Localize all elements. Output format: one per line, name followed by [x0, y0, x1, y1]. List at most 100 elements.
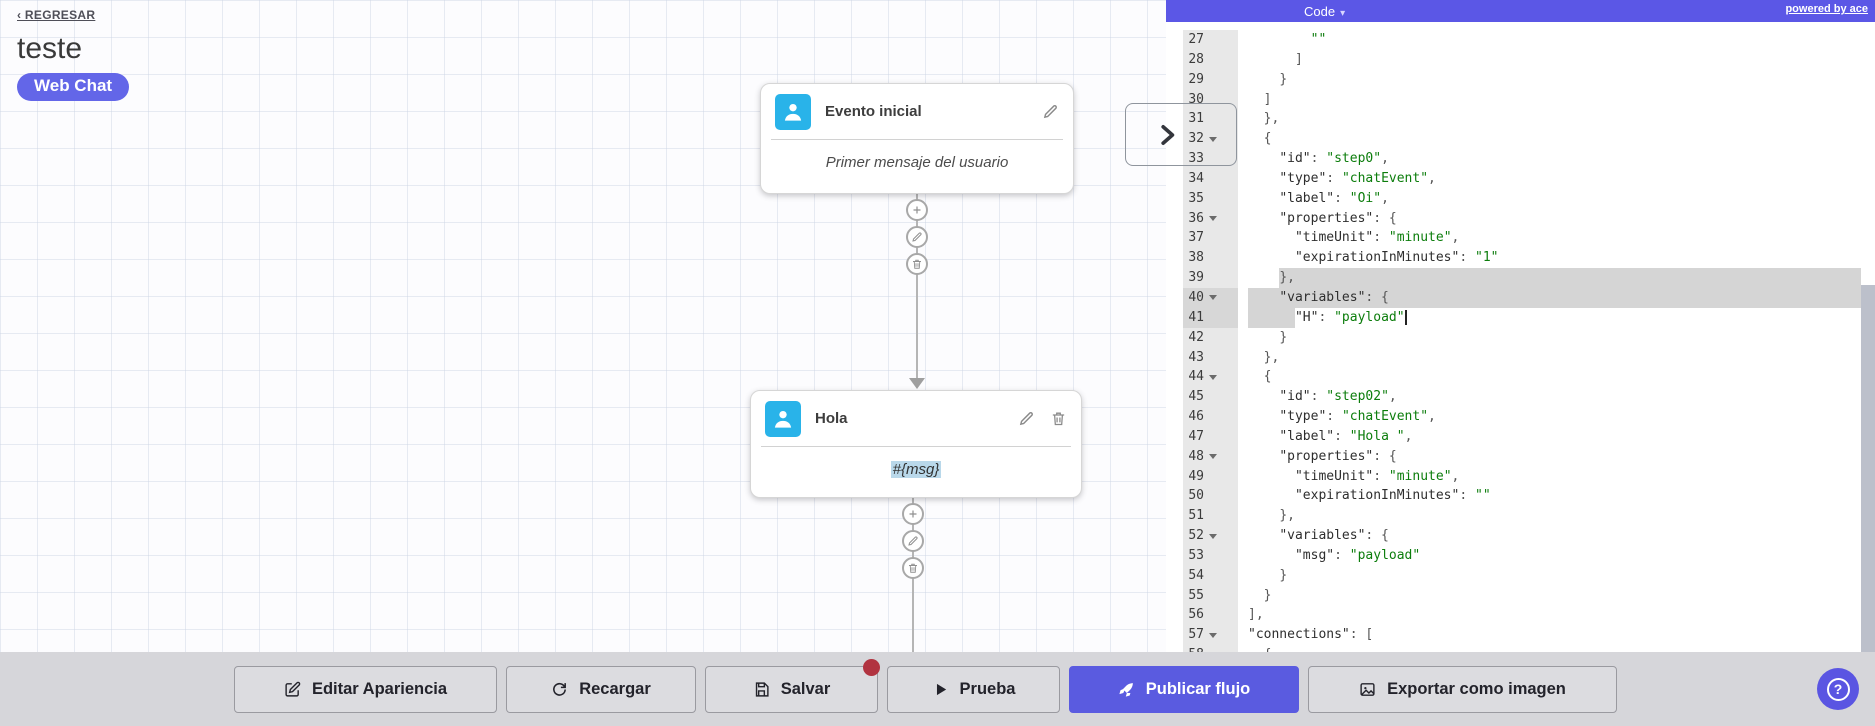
code-line[interactable]: 33 "id": "step0", [1166, 149, 1861, 169]
fold-arrow-icon[interactable] [1209, 454, 1217, 460]
gutter-cell[interactable]: 57 [1166, 625, 1238, 646]
text-cursor [1404, 309, 1407, 325]
code-line[interactable]: 31 }, [1166, 109, 1861, 130]
code-line[interactable]: 51 }, [1166, 506, 1861, 527]
flow-node-hola[interactable]: Hola #{msg} [750, 390, 1082, 498]
gutter-cell[interactable]: 34 [1166, 168, 1238, 189]
gutter-cell[interactable]: 36 [1166, 208, 1238, 229]
gutter-cell[interactable]: 55 [1166, 585, 1238, 606]
code-line[interactable]: 47 "label": "Hola ", [1166, 426, 1861, 447]
fold-arrow-icon[interactable] [1209, 295, 1217, 301]
edit-step-icon[interactable] [902, 530, 924, 552]
edit-node-icon[interactable] [1018, 410, 1035, 427]
code-line[interactable]: 29 } [1166, 69, 1861, 90]
gutter-cell[interactable]: 45 [1166, 387, 1238, 408]
fold-arrow-icon[interactable] [1209, 632, 1217, 638]
powered-by-ace-link[interactable]: powered by ace [1785, 3, 1868, 15]
code-line[interactable]: 54 } [1166, 565, 1861, 586]
gutter-cell[interactable]: 52 [1166, 526, 1238, 546]
delete-step-icon[interactable] [906, 253, 928, 275]
gutter-cell[interactable]: 47 [1166, 426, 1238, 447]
code-line[interactable]: 53 "msg": "payload" [1166, 545, 1861, 566]
code-line[interactable]: 34 "type": "chatEvent", [1166, 168, 1861, 189]
line-number: 47 [1188, 428, 1204, 444]
editor-scrollbar[interactable] [1861, 285, 1875, 652]
gutter-cell[interactable]: 35 [1166, 188, 1238, 209]
gutter-cell[interactable]: 46 [1166, 407, 1238, 427]
code-line[interactable]: 41 "H": "payload" [1166, 307, 1861, 328]
code-line[interactable]: 44 { [1166, 367, 1861, 388]
export-image-button[interactable]: Exportar como imagen [1308, 666, 1617, 713]
back-link[interactable]: ‹ REGRESAR [17, 8, 96, 22]
code-line[interactable]: 30 ] [1166, 89, 1861, 110]
gutter-cell[interactable]: 51 [1166, 506, 1238, 527]
gutter-cell[interactable]: 43 [1166, 347, 1238, 368]
gutter-cell[interactable]: 29 [1166, 69, 1238, 90]
help-button[interactable]: ? [1817, 668, 1859, 710]
code-line[interactable]: 38 "expirationInMinutes": "1" [1166, 248, 1861, 269]
gutter-cell[interactable]: 31 [1166, 109, 1238, 130]
code-line[interactable]: 48 "properties": { [1166, 446, 1861, 467]
gutter-cell[interactable]: 44 [1166, 367, 1238, 388]
collapse-panel-button[interactable] [1125, 103, 1237, 166]
code-line[interactable]: 36 "properties": { [1166, 208, 1861, 229]
edit-node-icon[interactable] [1042, 103, 1059, 120]
publish-flow-button[interactable]: Publicar flujo [1069, 666, 1299, 713]
code-line[interactable]: 28 ] [1166, 49, 1861, 70]
reload-button[interactable]: Recargar [506, 666, 696, 713]
fold-arrow-icon[interactable] [1209, 136, 1217, 142]
fold-arrow-icon[interactable] [1209, 533, 1217, 539]
gutter-cell[interactable]: 53 [1166, 545, 1238, 566]
code-line[interactable]: 52 "variables": { [1166, 526, 1861, 546]
node-title: Evento inicial [825, 103, 922, 120]
flow-node-initial-event[interactable]: Evento inicial Primer mensaje del usuari… [760, 83, 1074, 194]
code-line[interactable]: 40 "variables": { [1166, 287, 1861, 308]
code-editor[interactable]: 27 ""28 ]29 }30 ]31 },32 {33 "id": "step… [1166, 30, 1861, 665]
fold-arrow-icon[interactable] [1209, 374, 1217, 380]
test-button[interactable]: Prueba [887, 666, 1060, 713]
code-line[interactable]: 57"connections": [ [1166, 625, 1861, 646]
gutter-cell[interactable]: 30 [1166, 89, 1238, 110]
gutter-cell[interactable]: 39 [1166, 268, 1238, 288]
code-line[interactable]: 39 }, [1166, 268, 1861, 288]
code-line[interactable]: 42 } [1166, 327, 1861, 348]
code-line[interactable]: 37 "timeUnit": "minute", [1166, 228, 1861, 249]
gutter-cell[interactable]: 42 [1166, 327, 1238, 348]
gutter-cell[interactable]: 50 [1166, 486, 1238, 507]
code-mode-dropdown[interactable]: Code▾ [1304, 4, 1345, 19]
gutter-cell[interactable]: 27 [1166, 30, 1238, 50]
add-step-icon[interactable] [902, 503, 924, 525]
code-line[interactable]: 50 "expirationInMinutes": "" [1166, 486, 1861, 507]
code-line[interactable]: 45 "id": "step02", [1166, 387, 1861, 408]
add-step-icon[interactable] [906, 199, 928, 221]
gutter-cell[interactable]: 33 [1166, 149, 1238, 169]
gutter-cell[interactable]: 32 [1166, 129, 1238, 150]
edit-step-icon[interactable] [906, 226, 928, 248]
code-line[interactable]: 35 "label": "Oi", [1166, 188, 1861, 209]
button-label: Exportar como imagen [1387, 680, 1566, 698]
edit-appearance-button[interactable]: Editar Apariencia [234, 666, 497, 713]
gutter-cell[interactable]: 37 [1166, 228, 1238, 249]
code-line[interactable]: 49 "timeUnit": "minute", [1166, 466, 1861, 487]
gutter-cell[interactable]: 28 [1166, 49, 1238, 70]
reload-icon [551, 681, 568, 698]
code-line[interactable]: 46 "type": "chatEvent", [1166, 407, 1861, 427]
code-line[interactable]: 43 }, [1166, 347, 1861, 368]
code-line[interactable]: 27 "" [1166, 30, 1861, 50]
gutter-cell[interactable]: 40 [1166, 287, 1238, 308]
gutter-cell[interactable]: 41 [1166, 307, 1238, 328]
gutter-cell[interactable]: 49 [1166, 466, 1238, 487]
gutter-cell[interactable]: 54 [1166, 565, 1238, 586]
delete-node-icon[interactable] [1050, 410, 1067, 427]
gutter-cell[interactable]: 48 [1166, 446, 1238, 467]
line-number: 33 [1188, 151, 1204, 167]
code-line[interactable]: 56], [1166, 605, 1861, 626]
code-line[interactable]: 55 } [1166, 585, 1861, 606]
save-button[interactable]: Salvar [705, 659, 880, 713]
code-line[interactable]: 32 { [1166, 129, 1861, 150]
gutter-cell[interactable]: 38 [1166, 248, 1238, 269]
delete-step-icon[interactable] [902, 557, 924, 579]
gutter-cell[interactable]: 56 [1166, 605, 1238, 626]
fold-arrow-icon[interactable] [1209, 216, 1217, 222]
